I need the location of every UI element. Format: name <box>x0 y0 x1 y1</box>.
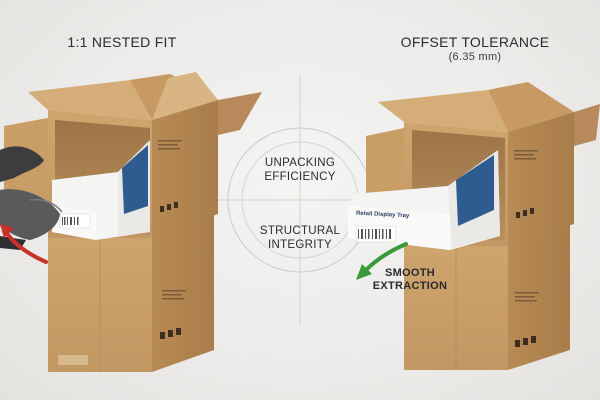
right-panel-subtitle: (6.35 mm) <box>448 51 502 63</box>
right-panel-title: OFFSET TOLERANCE <box>400 34 550 50</box>
center-label-bottom: STRUCTURAL INTEGRITY <box>259 225 341 251</box>
left-display-tray <box>52 140 150 240</box>
extraction-callout: SMOOTH EXTRACTION <box>372 267 448 292</box>
green-extraction-arrow <box>364 242 408 272</box>
left-panel-title: 1:1 NESTED FIT <box>67 34 177 50</box>
red-pull-arrow <box>4 230 48 264</box>
center-label-top: UNPACKING EFFICIENCY <box>264 157 336 183</box>
glove-hand <box>0 146 63 250</box>
right-display-tray <box>348 150 500 250</box>
